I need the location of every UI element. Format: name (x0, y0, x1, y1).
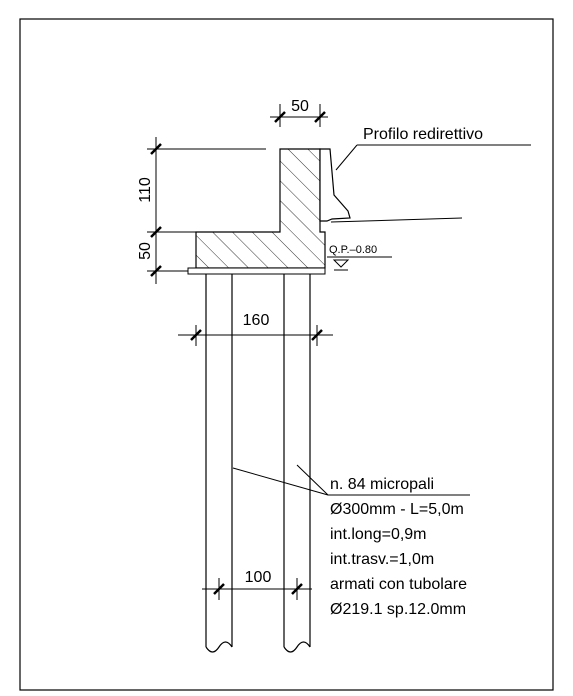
micropiles (205, 274, 311, 653)
dim-footing-height-label: 50 (137, 242, 154, 260)
redirective-barrier (319, 148, 351, 222)
dim-pile-spacing: 100 (202, 569, 312, 600)
dim-pile-spacing-label: 100 (245, 569, 272, 586)
pile-left (205, 274, 233, 653)
profile-callout: Profilo redirettivo (335, 126, 531, 171)
note-line-1: n. 84 micropali (330, 476, 434, 493)
note-line-2: Ø300mm - L=5,0m (330, 501, 464, 518)
level-label: Q.P.–0.80 (329, 244, 377, 256)
drawing-frame (19, 18, 554, 691)
level-marker: Q.P.–0.80 (327, 244, 392, 271)
dim-footing-width-label: 160 (243, 312, 270, 329)
concrete-section (195, 148, 326, 269)
ground-line (330, 217, 463, 223)
note-line-3: int.long=0,9m (330, 526, 427, 543)
note-leaders (232, 464, 470, 496)
dim-top-width: 50 (270, 98, 328, 127)
note-line-5: armati con tubolare (330, 576, 467, 593)
note-line-4: int.trasv.=1,0m (330, 551, 434, 568)
micropile-note: n. 84 micropali Ø300mm - L=5,0m int.long… (330, 476, 467, 618)
dim-top-width-label: 50 (291, 98, 309, 115)
pile-right (283, 274, 311, 653)
note-line-6: Ø219.1 sp.12.0mm (330, 601, 466, 618)
dim-vertical: 110 50 (137, 137, 266, 284)
dim-wall-height-label: 110 (137, 177, 154, 203)
profile-label: Profilo redirettivo (363, 126, 483, 143)
dim-footing-width: 160 (178, 312, 333, 346)
base-plate (187, 267, 326, 275)
